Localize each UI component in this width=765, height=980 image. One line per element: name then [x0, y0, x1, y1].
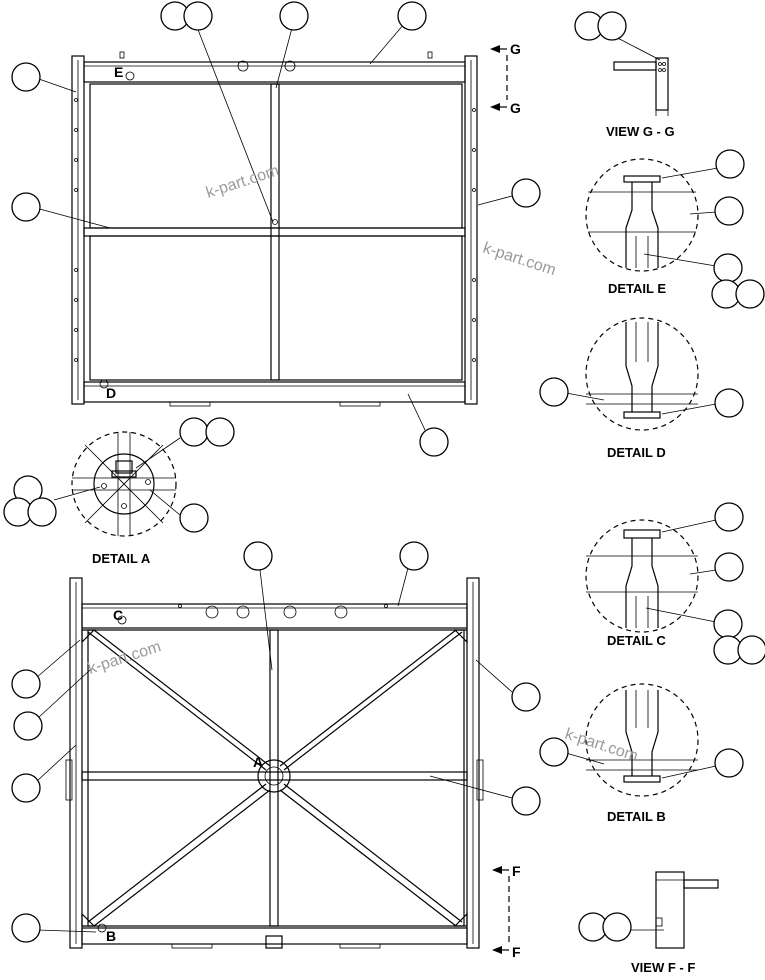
detail-b-label: DETAIL B — [607, 809, 666, 824]
top-frame-vertical-stiffener — [270, 83, 280, 381]
bottom-frame-middle-bar — [81, 771, 468, 781]
callout-balloon — [511, 178, 541, 208]
detail-e: DETAIL E — [585, 149, 765, 309]
watermarks: k-part.com k-part.com k-part.com k-part.… — [86, 162, 640, 765]
view-f-f: VIEW F - F — [578, 871, 719, 975]
marker-f-bottom: F — [512, 944, 521, 960]
callout-balloon — [183, 1, 213, 31]
bottom-frame-center-hub — [257, 759, 291, 793]
bottom-frame-bottom-beam — [81, 927, 468, 945]
detail-a-label: DETAIL A — [92, 551, 151, 566]
top-frame-callouts — [11, 1, 541, 457]
bottom-frame-right-post — [466, 577, 480, 949]
top-frame-bottom-beam — [83, 381, 466, 403]
bottom-frame-top-beam — [81, 603, 468, 629]
bottom-frame-callouts — [11, 541, 541, 943]
callout-balloon — [11, 192, 41, 222]
view-g-label: VIEW G - G — [606, 124, 675, 139]
detail-c: DETAIL C — [585, 502, 765, 665]
watermark-1: k-part.com — [204, 162, 281, 202]
marker-a: A — [253, 754, 263, 770]
detail-d-label: DETAIL D — [607, 445, 666, 460]
callout-balloon — [279, 1, 309, 31]
bottom-frame: A C B F F — [65, 577, 521, 960]
detail-c-label: DETAIL C — [607, 633, 666, 648]
top-frame-middle-crossbar — [83, 227, 466, 237]
marker-c: C — [113, 607, 123, 623]
callout-balloon — [11, 62, 41, 92]
watermark-2: k-part.com — [481, 240, 558, 280]
view-g-g: VIEW G - G — [574, 11, 675, 139]
callout-balloon — [419, 427, 449, 457]
top-frame-top-beam — [83, 61, 466, 83]
watermark-4: k-part.com — [563, 726, 640, 766]
marker-f-top: F — [512, 863, 521, 879]
bottom-frame-left-post — [69, 577, 83, 949]
callout-balloon — [397, 1, 427, 31]
marker-g-bottom: G — [510, 100, 521, 116]
detail-a: DETAIL A — [3, 417, 235, 566]
detail-d: DETAIL D — [539, 317, 744, 460]
detail-b: DETAIL B — [539, 683, 744, 824]
top-frame: E D G G — [71, 41, 521, 407]
marker-g-top: G — [510, 41, 521, 57]
marker-b: B — [106, 928, 116, 944]
marker-e: E — [114, 64, 123, 80]
watermark-3: k-part.com — [86, 638, 163, 678]
marker-d: D — [106, 385, 116, 401]
detail-e-label: DETAIL E — [608, 281, 666, 296]
bottom-frame-vertical-bar — [269, 629, 279, 927]
view-f-label: VIEW F - F — [631, 960, 695, 975]
